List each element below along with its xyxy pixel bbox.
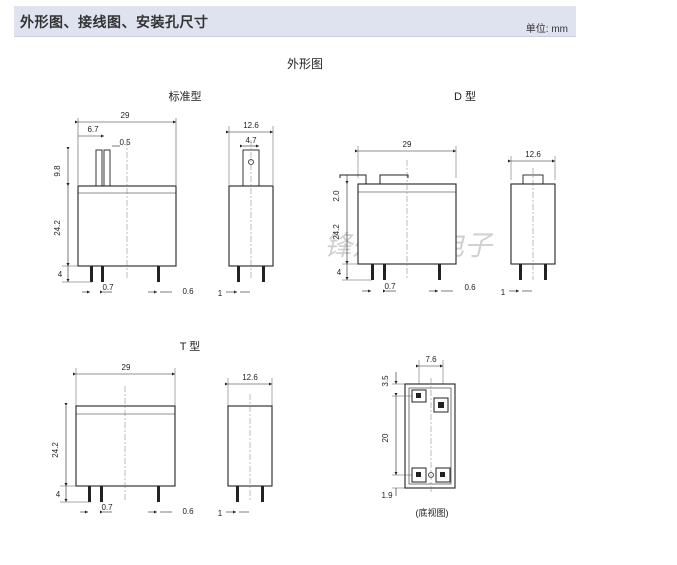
bottom-offset-dim: 1.9 bbox=[381, 491, 393, 500]
standard-side-pin-dim: 1 bbox=[218, 289, 223, 298]
standard-width-dim: 29 bbox=[121, 111, 130, 120]
d-type-width-dim: 29 bbox=[403, 140, 412, 149]
standard-pin-gap-dim: 0.5 bbox=[119, 138, 131, 147]
bottom-view-label: (底视图) bbox=[416, 507, 449, 518]
standard-body-height-dim: 24.2 bbox=[53, 220, 62, 236]
standard-label: 标准型 bbox=[169, 89, 202, 103]
d-type-pin-width-dim: 0.7 bbox=[384, 282, 396, 291]
standard-front-view: 标准型 29 6.7 0.5 9.8 24.2 4 0.7 bbox=[53, 89, 202, 296]
d-type-pin-length-dim: 4 bbox=[337, 268, 342, 277]
d-type-side-pin-dim: 1 bbox=[501, 288, 506, 297]
t-type-pin-thick-dim: 0.6 bbox=[182, 507, 194, 516]
d-type-side-width-dim: 12.6 bbox=[525, 150, 541, 159]
t-type-side-width-dim: 12.6 bbox=[242, 373, 258, 382]
t-type-pin-width-dim: 0.7 bbox=[101, 503, 113, 512]
d-type-side-view: 12.6 1 bbox=[501, 150, 556, 297]
header-bar: 外形图、接线图、安装孔尺寸 单位: mm bbox=[14, 6, 576, 37]
bottom-pin-pitch-dim: 20 bbox=[381, 433, 390, 442]
d-type-front-view: D 型 29 2.0 24.2 4 0.7 0.6 bbox=[332, 89, 476, 293]
standard-tab-height-dim: 9.8 bbox=[53, 165, 62, 177]
standard-side-width-dim: 12.6 bbox=[243, 121, 259, 130]
t-type-pin-length-dim: 4 bbox=[56, 490, 61, 499]
standard-side-view: 12.6 4.7 1 bbox=[218, 121, 274, 298]
t-type-body-height-dim: 24.2 bbox=[51, 442, 60, 458]
standard-pin-offset-dim: 6.7 bbox=[87, 125, 99, 134]
d-type-label: D 型 bbox=[454, 89, 476, 103]
t-type-side-view: 12.6 1 bbox=[218, 373, 273, 518]
standard-pin-width-dim: 0.7 bbox=[102, 283, 114, 292]
bottom-pin-spacing-dim: 7.6 bbox=[425, 355, 437, 364]
t-type-label: T 型 bbox=[180, 339, 201, 353]
d-type-body-height-dim: 24.2 bbox=[332, 224, 341, 240]
t-type-width-dim: 29 bbox=[122, 363, 131, 372]
d-type-pin-thick-dim: 0.6 bbox=[464, 283, 476, 292]
bottom-top-offset-dim: 3.5 bbox=[381, 375, 390, 387]
section-title: 外形图 bbox=[287, 57, 323, 71]
bottom-view: 7.6 3.5 20 1.9 (底视图) bbox=[381, 355, 456, 518]
standard-pin-length-dim: 4 bbox=[58, 270, 63, 279]
t-type-front-view: T 型 29 24.2 4 0.7 0.6 bbox=[51, 339, 200, 516]
t-type-side-pin-dim: 1 bbox=[218, 509, 223, 518]
header-title: 外形图、接线图、安装孔尺寸 bbox=[20, 14, 209, 30]
unit-label: 单位: mm bbox=[525, 24, 568, 35]
standard-pin-thick-dim: 0.6 bbox=[182, 287, 194, 296]
standard-tab-width-dim: 4.7 bbox=[245, 136, 257, 145]
d-type-flange-dim: 2.0 bbox=[332, 190, 341, 202]
